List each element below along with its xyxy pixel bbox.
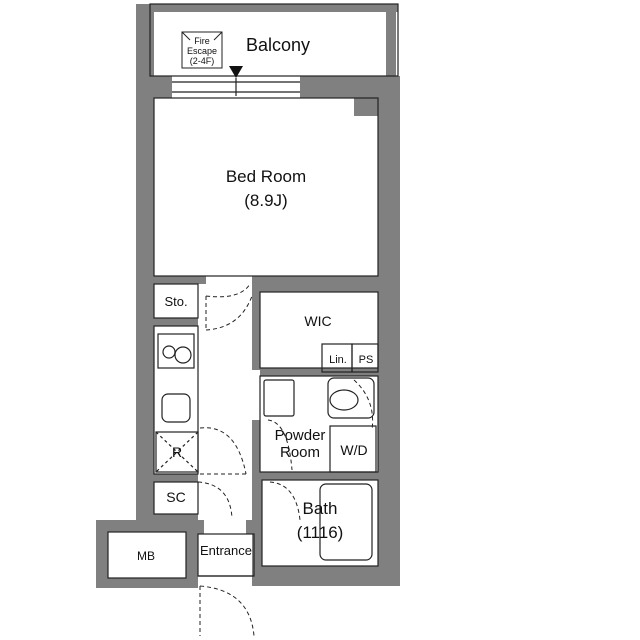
shoe-cabinet-label: SC [166, 489, 185, 505]
powder-room-label-1: Powder [275, 427, 326, 444]
balcony-label: Balcony [246, 35, 310, 55]
wic-label: WIC [304, 313, 331, 329]
bath-size-label: (1116) [297, 523, 344, 542]
fire-escape-label-1: Fire [194, 36, 210, 46]
walls [96, 4, 400, 588]
powder-room-label-2: Room [280, 444, 320, 461]
entry-arrow-icon [229, 66, 243, 78]
bedroom-size-label: (8.9J) [244, 191, 287, 210]
bath-label: Bath [303, 499, 338, 518]
bedroom-label: Bed Room [226, 167, 306, 186]
room-lines [107, 3, 399, 579]
fire-escape-hatch [181, 31, 223, 69]
meter-box-label: MB [137, 549, 155, 563]
refrigerator-label: R [172, 444, 182, 460]
fire-escape-label-3: (2-4F) [190, 56, 215, 66]
fire-escape-label-2: Escape [187, 46, 217, 56]
door-swings [197, 283, 374, 637]
washer-dryer-label: W/D [340, 442, 367, 458]
pipe-space-label: PS [359, 354, 374, 366]
entrance-label: Entrance [200, 543, 252, 558]
storage-label: Sto. [164, 294, 187, 309]
linen-label: Lin. [329, 354, 347, 366]
